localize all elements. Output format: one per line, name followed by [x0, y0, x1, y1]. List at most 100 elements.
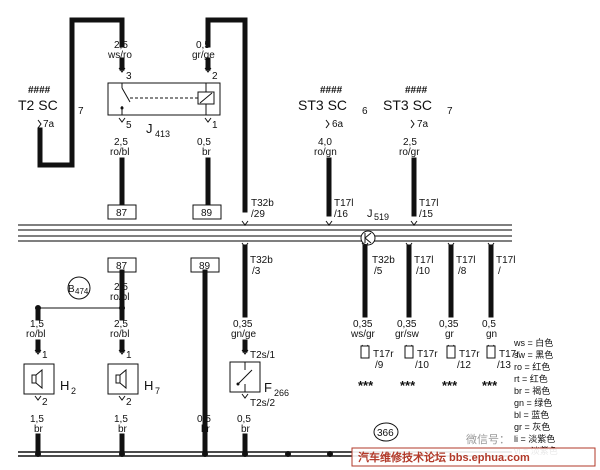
connector-pin: /15: [419, 209, 433, 220]
fuse-box-label: 87: [116, 261, 128, 272]
wire-gauge: 2,5: [114, 40, 128, 51]
connector-name: T17r: [373, 349, 394, 360]
wire-color: ws/gr: [350, 329, 376, 340]
horn-pin: 2: [42, 397, 48, 408]
wire-gauge: 1,5: [114, 414, 128, 425]
horn-icon: [115, 368, 127, 390]
connector-pin: /10: [415, 360, 429, 371]
wire-gauge: 0,5: [196, 40, 210, 51]
wire-gauge: 0,35: [397, 319, 417, 330]
connector-name: T17l: [496, 255, 515, 266]
module-k-terminal: [360, 230, 376, 246]
switch-pin: T2s/1: [250, 350, 275, 361]
color-legend: ws = 白色 sw = 黑色 ro = 红色 rt = 红色 br = 褐色 …: [513, 337, 558, 456]
wire-color: br: [34, 424, 44, 435]
horn-pin: 2: [126, 397, 132, 408]
splice-label: B: [68, 284, 75, 295]
connector-pin: /12: [457, 360, 471, 371]
ref-hash: ####: [28, 85, 51, 96]
wire-gauge: 0,35: [439, 319, 459, 330]
legend-entry: li = 淡紫色: [514, 433, 555, 444]
connector-name: T32b: [251, 198, 274, 209]
continuation-stars: ***: [482, 378, 498, 393]
legend-entry: ws = 白色: [513, 337, 553, 348]
ref-label-st3sc: ST3 SC: [298, 97, 347, 113]
relay-node: [120, 106, 124, 110]
connector-pin: /9: [375, 360, 384, 371]
horn-h2: [23, 363, 55, 395]
watermark-wechat: 微信号：: [466, 432, 510, 446]
wire-color: ws/ro: [107, 50, 132, 61]
wire-gauge: 0,5: [482, 319, 496, 330]
relay-pin: 2: [212, 71, 218, 82]
connector-name: T17l: [414, 255, 433, 266]
ground-ref-366: [373, 422, 399, 442]
wire-gauge: 0,5: [197, 137, 211, 148]
connector-block: [360, 345, 370, 359]
connector-block: [446, 345, 456, 359]
ref-hash: ####: [320, 85, 343, 96]
module-label: J: [367, 208, 373, 220]
connector-arrow: [204, 67, 212, 73]
horn-icon: [31, 368, 43, 390]
connector-pin: /5: [374, 266, 383, 277]
wire-gauge: 4,0: [318, 137, 332, 148]
relay-label: J: [146, 121, 153, 136]
splice-b474: [67, 276, 91, 300]
ground-ref-label: 366: [377, 428, 394, 439]
horn-label: H: [60, 378, 69, 393]
splice-label-sub: 474: [75, 287, 89, 296]
fuse-box-87: [107, 204, 137, 220]
wire-color: ro/bl: [26, 329, 45, 340]
wire-color: gn: [486, 329, 497, 340]
continuation-stars: ***: [358, 378, 374, 393]
wire-gauge: 1,5: [30, 414, 44, 425]
legend-entry: rt = 红色: [514, 373, 548, 384]
horn-pin: 1: [126, 350, 132, 361]
ref-pin: 7a: [43, 119, 55, 130]
wire-gauge: 2,5: [114, 319, 128, 330]
connector-name: T32b: [372, 255, 395, 266]
horn-label-sub: 7: [155, 386, 160, 396]
wire-gauge: 0,35: [353, 319, 373, 330]
ref-label-t2sc: T2 SC: [18, 97, 58, 113]
wire-gauge: 0,5: [237, 414, 251, 425]
wire-color: ro/bl: [110, 329, 129, 340]
ground-node: [327, 451, 333, 457]
connector-arrow: [325, 119, 330, 129]
fuse-box-label: 89: [201, 208, 213, 219]
ground-node: [119, 451, 125, 457]
connector-arrow: [118, 67, 126, 73]
horn-pin: 1: [42, 350, 48, 361]
relay-pin: 1: [212, 120, 218, 131]
wire-color: gr: [445, 329, 455, 340]
connector-pin: /16: [334, 209, 348, 220]
ground-node: [285, 451, 291, 457]
switch-node: [236, 382, 240, 386]
legend-entry: bl = 蓝色: [514, 409, 549, 420]
relay-pin: 3: [126, 71, 132, 82]
bus-arrows: [361, 242, 495, 248]
continuation-stars: ***: [400, 378, 416, 393]
horn-label: H: [144, 378, 153, 393]
switch-label: F: [264, 380, 272, 395]
continuation-stars: ***: [442, 378, 458, 393]
ref-sub: 6: [362, 106, 368, 117]
wire-color: gr/sw: [395, 329, 420, 340]
switch-pin: T2s/2: [250, 398, 275, 409]
connector-arrow: [118, 117, 126, 123]
wire-gauge: 0,5: [197, 414, 211, 425]
wire-color: ro/gn: [314, 147, 337, 158]
horn-label-sub: 2: [71, 386, 76, 396]
relay-contact: [121, 87, 131, 110]
module-label-sub: 519: [374, 212, 389, 222]
ref-label-st3sc: ST3 SC: [383, 97, 432, 113]
connector-arrow: [241, 349, 249, 355]
connector-name: T32b: [250, 255, 273, 266]
connector-block: [486, 345, 496, 359]
horn-h7: [107, 363, 139, 395]
connector-name: T17r: [417, 349, 438, 360]
bus-arrows: [241, 220, 418, 226]
fuse-box-label: 89: [199, 261, 211, 272]
switch-label-sub: 266: [274, 388, 289, 398]
